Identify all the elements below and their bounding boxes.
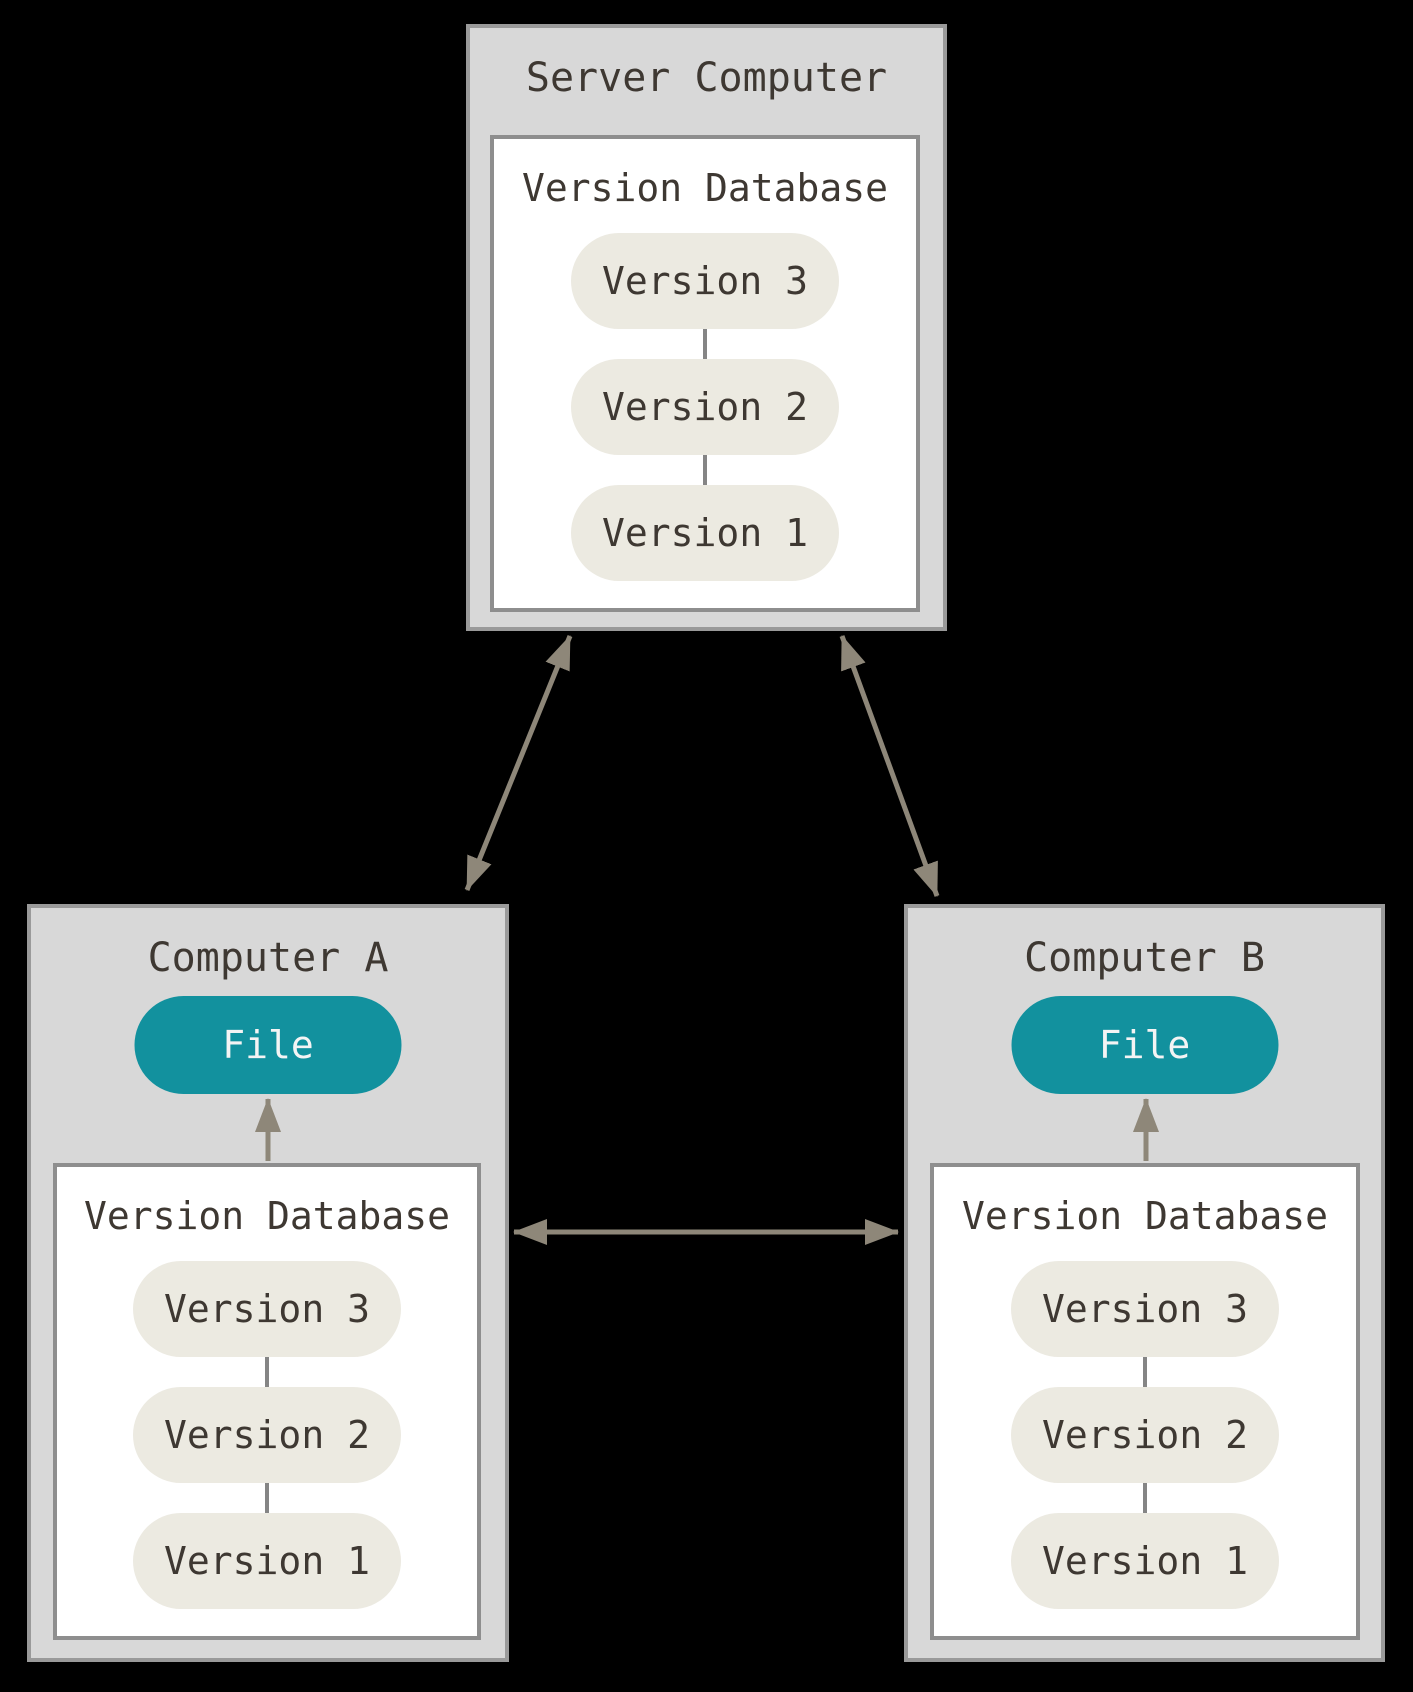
computer-a-version-1-pill: Version 1 <box>133 1513 401 1609</box>
computer-a-version-2-pill: Version 2 <box>133 1387 401 1483</box>
computer-a-connector-3-2 <box>265 1357 269 1387</box>
computer-a-file-pill: File <box>134 996 402 1094</box>
computer-a-box: Computer A File Version Database Version… <box>27 904 509 1662</box>
computer-b-version-database-title: Version Database <box>961 1194 1329 1238</box>
computer-b-version-1-pill: Version 1 <box>1011 1513 1279 1609</box>
server-computer-title: Server Computer <box>525 55 888 101</box>
server-computer-box: Server Computer Version Database Version… <box>466 24 947 631</box>
computer-b-title: Computer B <box>1024 935 1265 981</box>
computer-b-connector-3-2 <box>1143 1357 1147 1387</box>
server-connector-3-2 <box>703 329 707 359</box>
computer-b-version-3-pill: Version 3 <box>1011 1261 1279 1357</box>
computer-b-file-pill: File <box>1011 996 1278 1094</box>
computer-b-connector-2-1 <box>1143 1483 1147 1513</box>
computer-a-version-database-title: Version Database <box>83 1194 451 1238</box>
server-version-database-panel: Version Database Version 3 Version 2 Ver… <box>490 135 920 612</box>
server-version-2-pill: Version 2 <box>571 359 839 455</box>
computer-a-connector-2-1 <box>265 1483 269 1513</box>
sync-arrow-server-computer-b-icon <box>839 635 940 897</box>
computer-a-version-database-panel: Version Database Version 3 Version 2 Ver… <box>53 1163 481 1640</box>
server-version-1-pill: Version 1 <box>571 485 839 581</box>
computer-a-title: Computer A <box>147 935 389 981</box>
server-version-database-title: Version Database <box>521 166 889 210</box>
computer-a-version-3-pill: Version 3 <box>133 1261 401 1357</box>
server-connector-2-1 <box>703 455 707 485</box>
sync-arrow-server-computer-a-icon <box>464 635 573 891</box>
computer-b-box: Computer B File Version Database Version… <box>904 904 1385 1662</box>
server-version-3-pill: Version 3 <box>571 233 839 329</box>
computer-b-version-database-panel: Version Database Version 3 Version 2 Ver… <box>930 1163 1360 1640</box>
computer-b-version-2-pill: Version 2 <box>1011 1387 1279 1483</box>
